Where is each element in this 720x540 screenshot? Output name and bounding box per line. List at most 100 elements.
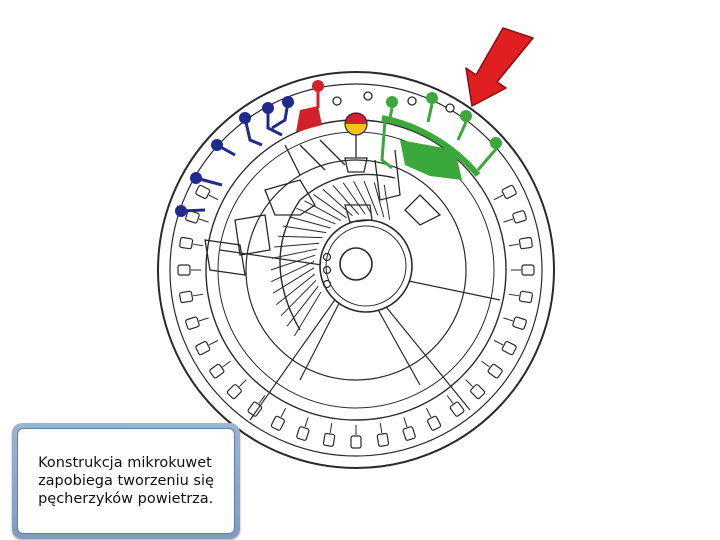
spiral-vane (342, 182, 366, 215)
green-dot-icon (386, 96, 398, 108)
red-arrow-icon (465, 27, 534, 107)
cuvette-channel (304, 417, 309, 428)
cuvette-cell (185, 210, 200, 224)
spiral-vane (383, 184, 391, 220)
cuvette-cell (185, 316, 200, 330)
blue-dot-icon (239, 112, 251, 124)
blue-dot-icon (190, 172, 202, 184)
cuvette-channel (493, 194, 504, 201)
spiral-vane (304, 200, 342, 221)
chamber-ring-inner (245, 159, 467, 381)
blue-dot-icon (282, 96, 294, 108)
cuvette-channel (208, 339, 219, 346)
cuvette-channel (509, 293, 520, 297)
hub-center-hole (339, 247, 373, 281)
cuvette-cell (177, 264, 191, 276)
cuvette-cell (512, 316, 527, 330)
spiral-vane (296, 207, 336, 225)
hub-pin (322, 265, 332, 275)
cuvette-cell (501, 340, 517, 356)
spiral-vane (363, 181, 379, 216)
left-channels (204, 139, 442, 276)
spiral-vane (286, 286, 319, 327)
blue-dot-icon (262, 102, 274, 114)
cuvette-cell (376, 432, 390, 447)
cuvette-cell (247, 401, 263, 417)
cuvette-channel (446, 395, 454, 404)
cuvette-channel (403, 417, 408, 428)
spiral-wall (279, 173, 396, 331)
disc-inner-rim (169, 83, 543, 457)
cuvette-cell (179, 236, 194, 250)
cuvette-channel (465, 379, 474, 388)
cuvette-cell (449, 401, 465, 417)
spiral-vane (278, 235, 323, 239)
spiral-vane (280, 279, 317, 317)
cuvette-channel (481, 360, 490, 368)
cuvette-channel (192, 243, 203, 247)
cuvette-cell (195, 340, 211, 356)
cuvette-channel (503, 317, 514, 322)
cuvette-cell (512, 210, 527, 224)
blue-dot-icon (175, 205, 187, 217)
green-dot-icon (490, 137, 502, 149)
cuvette-channel (198, 317, 209, 322)
spiral-vane (271, 248, 317, 259)
sample-spiral-chamber (270, 173, 396, 337)
cuvette-channel (198, 218, 209, 223)
cuvette-cell (501, 184, 517, 200)
green-dot-icon (460, 110, 472, 122)
spiral-vane (332, 185, 360, 215)
cuvette-cell (521, 264, 535, 276)
cuvette-cell (470, 384, 486, 400)
caption-panel: Konstrukcja mikrokuwet zapobiega tworzen… (17, 428, 235, 534)
cuvette-cell (296, 426, 310, 441)
vent-holes (332, 91, 455, 113)
cuvette-channel (379, 423, 383, 434)
cuvette-cell (350, 435, 362, 449)
spiral-vane (283, 225, 327, 234)
green-overflow-channel (380, 92, 502, 180)
cuvette-cell (209, 363, 225, 379)
hub-ring (325, 225, 407, 307)
cuvette-channel (280, 407, 287, 418)
caption-text: Konstrukcja mikrokuwet zapobiega tworzen… (38, 455, 214, 507)
cuvette-channel (509, 243, 520, 247)
spiral-vane (322, 188, 353, 217)
green-dot-icon (426, 92, 438, 104)
cuvette-cell (322, 432, 336, 447)
cuvette-channel (329, 423, 333, 434)
cuvette-cell (226, 384, 242, 400)
cuvette-cell (487, 363, 503, 379)
cuvette-channel (238, 379, 247, 388)
spiral-vane (271, 261, 315, 283)
spiral-vane (272, 267, 315, 294)
cuvette-ring (177, 184, 535, 449)
cuvette-channel (493, 339, 504, 346)
cuvette-channel (192, 293, 203, 297)
spiral-vane (270, 254, 316, 271)
caption-box: Konstrukcja mikrokuwet zapobiega tworzen… (12, 423, 240, 539)
cuvette-cell (179, 290, 194, 304)
spiral-vane (373, 182, 385, 218)
red-dot-icon (312, 80, 324, 92)
cuvette-cell (518, 236, 533, 250)
cuvette-cell (402, 426, 416, 441)
cuvette-cell (195, 184, 211, 200)
cuvette-cell (426, 415, 442, 431)
cuvette-channel (222, 360, 231, 368)
blue-dot-icon (211, 139, 223, 151)
spiral-vane (353, 181, 372, 215)
reagent-split-dot-icon (344, 112, 368, 173)
cuvette-channel (425, 407, 432, 418)
spiral-vane (289, 216, 331, 229)
cuvette-cell (270, 415, 286, 431)
cuvette-cell (518, 290, 533, 304)
hub-pin (322, 279, 332, 289)
cuvette-channel (208, 194, 219, 201)
cuvette-channel (503, 218, 514, 223)
blue-dots (175, 96, 294, 217)
spiral-vane (276, 273, 315, 306)
